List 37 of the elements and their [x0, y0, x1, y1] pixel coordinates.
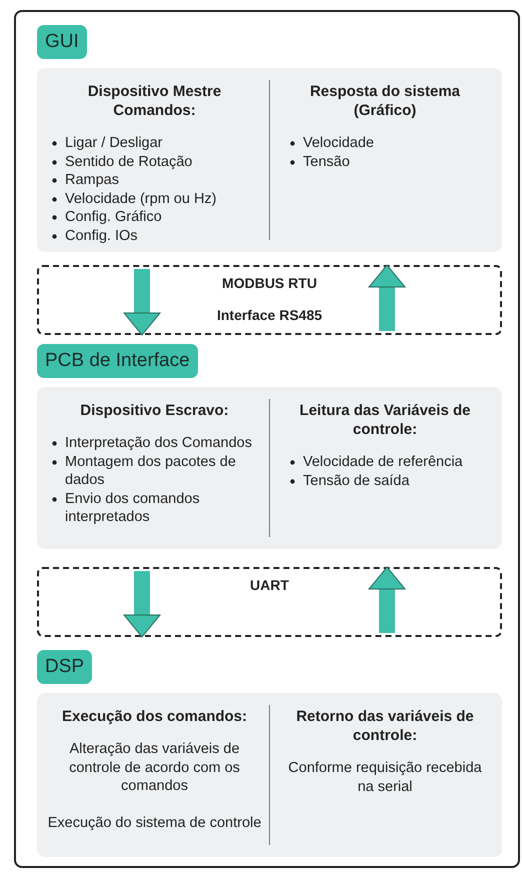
protocol-band — [37, 265, 502, 335]
bullet-text: Sentido de Rotação — [65, 154, 192, 170]
column-heading: Execução dos comandos: — [60, 707, 248, 726]
bullet-text: Envio dos comandos interpretados — [65, 490, 200, 525]
body-text: Conforme requisição recebida na serial — [287, 759, 483, 796]
content-panel — [37, 387, 502, 549]
column-heading: Dispositivo Mestre Comandos: — [86, 82, 222, 120]
block-arrow — [124, 571, 160, 638]
bullet-text: Config. IOs — [65, 228, 138, 244]
section-tag: GUI — [37, 25, 87, 59]
column-heading: Retorno das variáveis de controle: — [295, 707, 475, 745]
section-tag: PCB de Interface — [37, 344, 198, 378]
bullet-text: Tensão de saída — [303, 472, 410, 488]
block-arrow — [368, 264, 406, 331]
column-heading: Resposta do sistema (Gráfico) — [308, 82, 462, 120]
bullet-text: Config. Gráfico — [65, 209, 162, 225]
block-arrow — [368, 566, 406, 633]
protocol-band — [37, 567, 502, 637]
bullet-text: Tensão — [303, 154, 350, 170]
section-tag: DSP — [37, 650, 92, 684]
bullet-text: Velocidade de referência — [303, 454, 463, 470]
column-heading: Dispositivo Escravo: — [79, 401, 230, 420]
bullet-text: Rampas — [65, 172, 119, 188]
protocol-label: Interface RS485 — [216, 307, 322, 323]
bullet-text: Velocidade — [303, 135, 374, 151]
bullet-text: Ligar / Desligar — [65, 135, 163, 151]
content-panel — [37, 693, 502, 857]
content-panel — [37, 68, 502, 252]
protocol-label: UART — [250, 577, 289, 593]
block-arrow — [124, 269, 160, 336]
bullet-text: Montagem dos pacotes de dados — [65, 454, 236, 488]
protocol-label: MODBUS RTU — [222, 275, 317, 291]
body-text: Execução do sistema de controle — [47, 814, 262, 832]
bullet-text: Velocidade (rpm ou Hz) — [65, 190, 217, 206]
column-heading: Leitura das Variáveis de controle: — [298, 401, 472, 439]
body-text: Alteração das variáveis de controle de acordo com os comandos — [68, 740, 241, 796]
bullet-text: Interpretação dos Comandos — [65, 435, 252, 451]
